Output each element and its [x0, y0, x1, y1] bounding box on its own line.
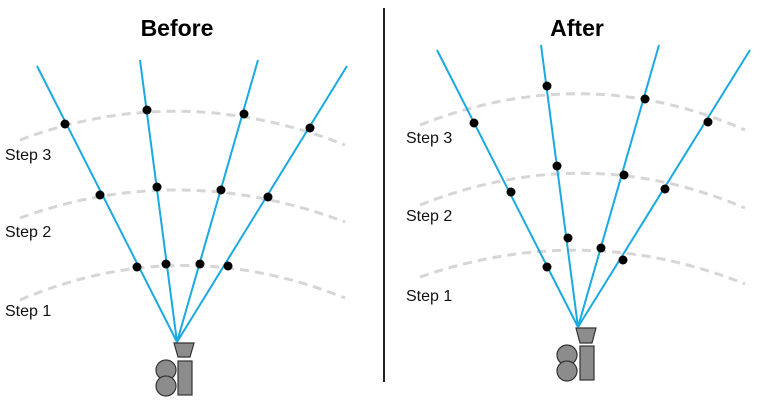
after-step2-point: [619, 170, 629, 180]
after-step1-point: [563, 233, 573, 243]
before-step2-point: [152, 182, 162, 192]
before-step2-point: [263, 192, 273, 202]
after-step3-point: [640, 94, 650, 104]
before-step1-point: [223, 261, 233, 271]
after-ray-3: [577, 44, 660, 328]
after-step-3-label: Step 3: [406, 130, 452, 147]
before-arc-step-2: [19, 188, 346, 224]
before-step3-point: [305, 123, 315, 133]
before-arc-step-1: [19, 264, 346, 302]
after-step-1-label: Step 1: [406, 288, 452, 305]
before-step2-point: [95, 190, 105, 200]
after-arc-step-1: [419, 248, 746, 286]
before-ray-4: [176, 65, 348, 343]
before-step-2-label: Step 2: [5, 224, 51, 241]
after-ray-1: [436, 49, 579, 328]
before-ray-1: [36, 65, 178, 343]
after-arc-step-2: [419, 171, 746, 210]
before-ray-2: [139, 59, 178, 343]
after-step1-point: [542, 262, 552, 272]
camera-icon: [155, 342, 195, 397]
after-title: After: [550, 15, 604, 41]
before-ray-3: [176, 59, 259, 343]
after-step3-point: [542, 81, 552, 91]
before-step2-point: [216, 185, 226, 195]
after-arc-step-3: [419, 92, 746, 132]
before-step-1-label: Step 1: [5, 303, 51, 320]
after-panel: After Step 1 Step 2 Step 3: [406, 15, 751, 382]
after-step1-point: [596, 243, 606, 253]
before-step1-point: [132, 262, 142, 272]
before-arc-step-3: [19, 109, 346, 147]
camera-icon: [556, 327, 597, 382]
before-step-3-label: Step 3: [5, 147, 51, 164]
after-step3-point: [469, 118, 479, 128]
after-ray-2: [540, 44, 579, 328]
after-step2-point: [506, 187, 516, 197]
after-step-2-label: Step 2: [406, 208, 452, 225]
before-step1-point: [161, 259, 171, 269]
after-step1-point: [618, 255, 628, 265]
before-panel: Before Step 1 Step 2 Step 3: [5, 15, 348, 397]
before-step3-point: [142, 105, 152, 115]
before-step3-point: [239, 109, 249, 119]
after-step2-point: [660, 184, 670, 194]
before-step3-point: [60, 119, 70, 129]
before-title: Before: [141, 15, 214, 41]
after-step3-point: [703, 117, 713, 127]
before-step1-point: [195, 259, 205, 269]
after-step2-point: [552, 161, 562, 171]
